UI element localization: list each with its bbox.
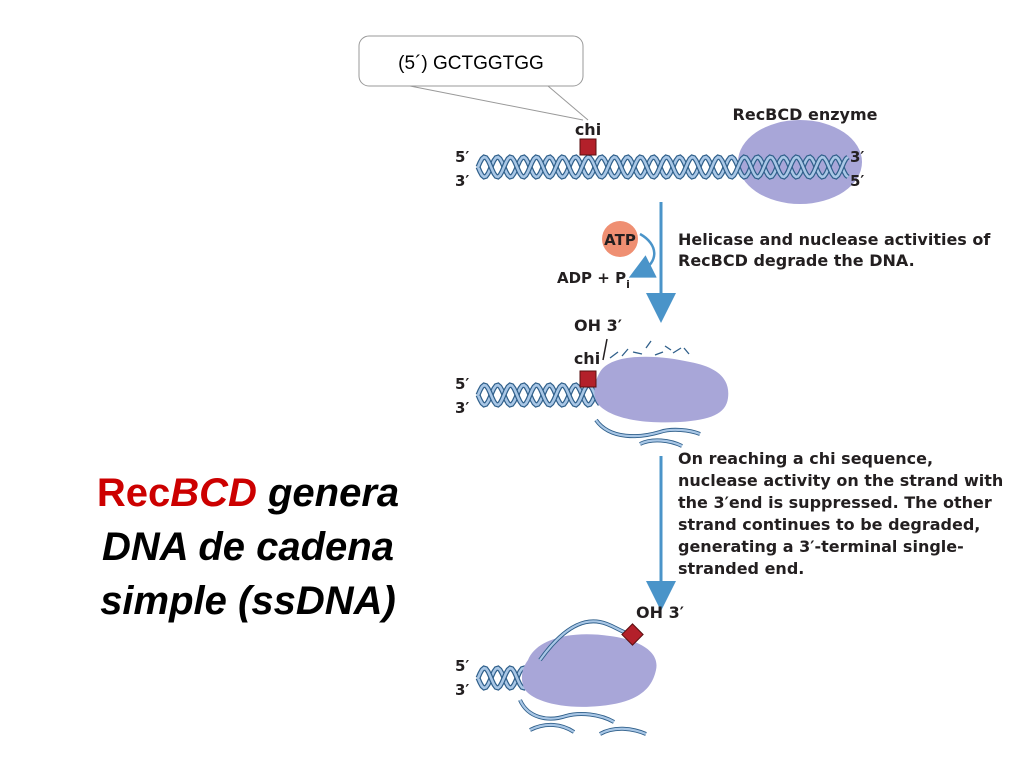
title-line-1: RecBCD genera	[48, 466, 448, 520]
sequence-callout: (5´) GCTGGTGG	[358, 35, 589, 121]
oh-label-3: OH 3′	[636, 603, 684, 622]
end-5-right-1: 5′	[850, 172, 864, 190]
step-2-caption-line-1: On reaching a chi sequence,	[678, 449, 933, 468]
chi-label-2: chi	[574, 349, 600, 368]
title-rec: Rec	[96, 471, 171, 515]
step-1-caption-line-2: RecBCD degrade the DNA.	[678, 251, 915, 270]
dna-strand-2	[476, 155, 849, 179]
step-1-caption-line-1: Helicase and nuclease activities of	[678, 230, 991, 249]
end-3-left-3: 3′	[455, 681, 469, 699]
step-1: ATP ADP + Pi Helicase and nuclease activ…	[557, 202, 991, 323]
end-3-left-2: 3′	[455, 399, 469, 417]
recbcd-enzyme-3	[521, 634, 657, 707]
atp-label: ATP	[604, 231, 636, 249]
title-line-2: DNA de cadena	[102, 525, 394, 569]
dna-helix-2	[475, 382, 603, 408]
chi-site-1	[579, 138, 597, 156]
end-5-left-1: 5′	[455, 148, 469, 166]
dna-strand-2	[476, 383, 602, 407]
dna-helix-1	[475, 154, 850, 180]
degraded-fragments-2	[609, 340, 690, 359]
end-5-left-2: 5′	[455, 375, 469, 393]
end-3-right-1: 3′	[850, 148, 864, 166]
fragment-2a	[594, 418, 701, 439]
end-3-left-1: 3′	[455, 172, 469, 190]
step-2-caption-line-5: generating a 3′-terminal single-	[678, 537, 964, 556]
atp-circle	[602, 221, 638, 257]
step-2-caption-line-6: stranded end.	[678, 559, 804, 578]
dna-strand-1	[476, 383, 602, 407]
stage-3: OH 3′ 5′ 3′	[455, 603, 684, 736]
dna-strand-1	[476, 155, 849, 179]
chi-site-2	[579, 370, 597, 388]
step-2: On reaching a chi sequence, nuclease act…	[646, 449, 1003, 611]
title-genera: genera	[256, 471, 400, 515]
chi-sequence-text: (5´) GCTGGTGG	[398, 53, 544, 74]
step-2-caption-line-3: the 3′end is suppressed. The other	[678, 493, 992, 512]
title-bcd: BCD	[170, 471, 257, 515]
title-line-3: simple (ssDNA)	[100, 579, 396, 623]
stage-1: chi RecBCD enzyme 5′ 3′ 3′ 5′	[455, 105, 878, 204]
slide-title: RecBCD genera DNA de cadena simple (ssDN…	[48, 466, 448, 628]
enzyme-label: RecBCD enzyme	[733, 105, 878, 124]
end-5-left-3: 5′	[455, 657, 469, 675]
chi-site-3	[621, 623, 644, 646]
atp-hydrolysis-arrow	[628, 232, 657, 278]
oh-label-2: OH 3′	[574, 316, 622, 335]
stage-2: chi OH 3′ 5′ 3′	[455, 316, 729, 448]
step-2-caption-line-4: strand continues to be degraded,	[678, 515, 980, 534]
step-2-caption-line-2: nuclease activity on the strand with	[678, 471, 1003, 490]
chi-label-1: chi	[575, 120, 601, 139]
adp-label: ADP + Pi	[557, 269, 630, 291]
recbcd-enzyme-2	[594, 356, 729, 423]
